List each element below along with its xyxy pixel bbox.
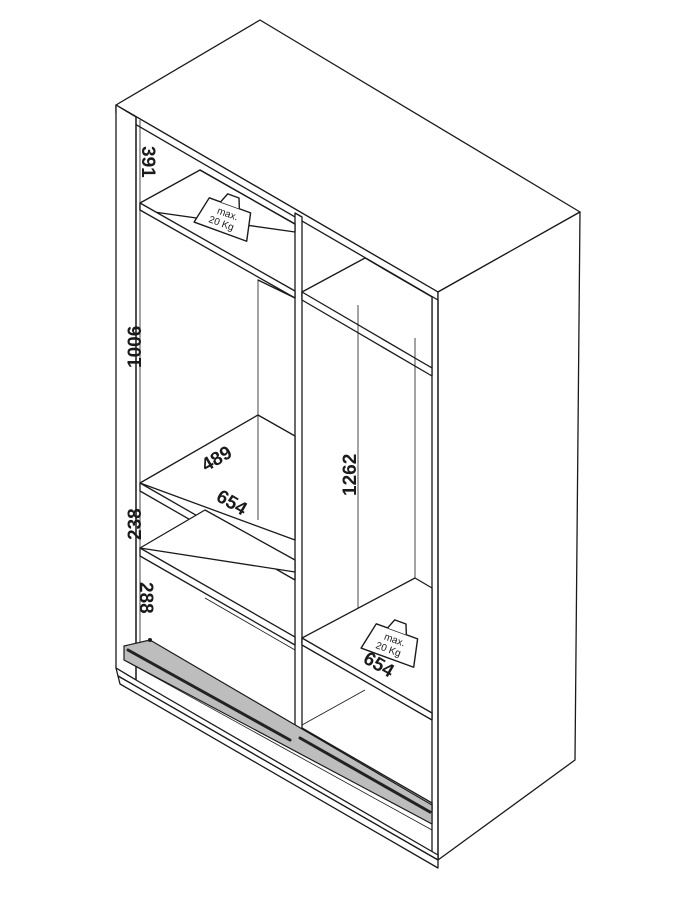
right-bottom-back [301, 689, 366, 726]
rail-stopper [148, 638, 152, 642]
right-top-shelf-front [301, 291, 433, 377]
rail-bottom-edge [123, 659, 433, 831]
base-front [117, 675, 439, 869]
left-bottom-back [204, 597, 296, 651]
dim-left-hanging: 1006 [125, 326, 146, 368]
left-lower-shelf-front [139, 547, 296, 646]
right-side-panel [437, 211, 581, 861]
left-lower-shelf [139, 509, 296, 573]
rail-track-left [126, 648, 292, 742]
right-weight-icon: max. 20 Kg [360, 619, 419, 668]
middle-divider [294, 212, 303, 741]
left-middle-shelf [139, 414, 296, 541]
dim-bottom-compartment: 288 [135, 582, 156, 614]
dim-right-hanging: 1262 [340, 454, 361, 496]
dim-top-compartment: 391 [137, 146, 158, 178]
left-side-panel [115, 104, 137, 681]
right-lower-shelf-front [301, 637, 433, 721]
base-plinth [115, 667, 439, 861]
left-rail-line [257, 279, 296, 299]
dim-middle-gap: 238 [125, 508, 146, 540]
rail-track-right [298, 736, 432, 814]
left-top-shelf-back [199, 169, 296, 225]
left-weight-icon: max. 20 Kg [193, 193, 252, 242]
